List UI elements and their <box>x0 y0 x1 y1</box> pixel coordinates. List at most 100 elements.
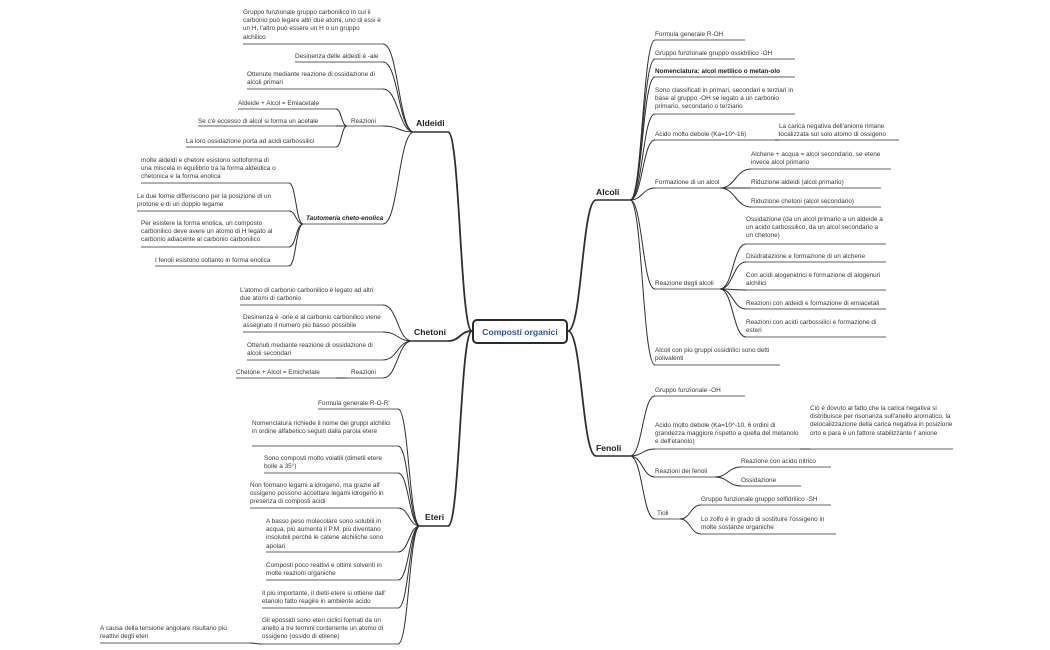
formazione-node-1[interactable]: Alchene + acqua = alcol secondario, se e… <box>751 151 881 167</box>
eteri-node-4[interactable]: Non formano legami a idrogeno, ma grazie… <box>250 482 384 506</box>
connector-curve <box>679 504 702 520</box>
alcoli-acido-note[interactable]: La carica negativa dell'anione rimane lo… <box>779 123 886 139</box>
connector-curve <box>288 223 304 267</box>
fenoli-node-1[interactable]: Gruppo funzionale -OH <box>655 387 721 394</box>
aldeidi-tautomeria[interactable]: Tautomeria cheto-enolica <box>306 215 384 222</box>
alcoli-node-2[interactable]: Gruppo funzionale gruppo ossidrilico -OH <box>655 50 773 57</box>
branch-fenoli[interactable]: Fenoli <box>596 443 622 453</box>
chetoni-node-3[interactable]: Ottenuti mediante reazione di ossidazion… <box>247 342 373 358</box>
connector-curve <box>382 304 413 342</box>
tioli-node-2[interactable]: Lo zolfo è in grado di sostituire l'ossi… <box>701 516 825 532</box>
formazione-node-2[interactable]: Riduzione aldeidi (alcol primario) <box>751 179 844 186</box>
aldeidi-reazione-3[interactable]: La loro ossidazione porta ad acidi carbo… <box>186 138 315 145</box>
eteri-node-3[interactable]: Sono composti molto volatili (dimetil et… <box>264 455 382 471</box>
eteri-node-7[interactable]: Il più importante, il dietil-etere si ot… <box>262 590 386 606</box>
connector-curve <box>629 76 656 201</box>
reazione-alcoli-3[interactable]: Con acidi alogenidrici e formazione di a… <box>746 272 881 288</box>
eteri-node-8[interactable]: Gli epossidi sono eteri ciclici formati … <box>262 617 384 641</box>
root-node[interactable]: Composti organici <box>472 319 568 344</box>
connector-curve <box>719 168 752 189</box>
aldeidi-node-3[interactable]: Ottenute mediante reazione di ossidazion… <box>247 71 375 87</box>
connector-curve <box>397 472 421 527</box>
tautomeria-node-1[interactable]: molte aldeidi e chetoni esistono sottofo… <box>141 157 276 181</box>
fenoli-tioli[interactable]: Tioli <box>657 510 669 517</box>
alcoli-formazione[interactable]: Formazione di un alcol <box>655 179 720 186</box>
connector-curve <box>447 330 473 527</box>
tautomeria-node-4[interactable]: I fenoli esistono soltanto in forma enol… <box>155 257 271 264</box>
connector-curve <box>382 125 415 133</box>
connector-curve <box>382 331 413 342</box>
connector-curve <box>335 125 348 148</box>
alcoli-node-4[interactable]: Sono classificati in primari, secondari … <box>655 87 794 111</box>
alcoli-reazione[interactable]: Reazione degli alcoli <box>655 280 714 287</box>
chetoni-node-2[interactable]: Desinenza è -one e al carbonio carbonili… <box>243 314 381 330</box>
connector-curve <box>447 330 473 342</box>
aldeidi-node-2[interactable]: Desinenza delle aldeidi è -ale <box>295 53 379 60</box>
aldeidi-node-1[interactable]: Gruppo funzionale gruppo carbonilico in … <box>243 9 381 41</box>
aldeidi-reazioni[interactable]: Reazioni <box>351 118 376 125</box>
chetoni-reazione-1[interactable]: Chetone + Alcol = Emichetale <box>236 369 320 376</box>
tioli-node-1[interactable]: Gruppo funzionale gruppo solfidrilico -S… <box>701 496 818 503</box>
fenoli-reazione-2[interactable]: Ossidazione <box>741 477 777 484</box>
connector-curve <box>382 131 415 225</box>
connector-curve <box>629 395 656 457</box>
connector-curve <box>382 43 415 133</box>
connector-curve <box>288 182 304 225</box>
connector-curve <box>629 448 656 457</box>
eteri-node-2[interactable]: Nomenclatura richiede il nome dei gruppi… <box>252 420 391 436</box>
alcoli-node-5[interactable]: Alcoli con più gruppi ossidrilici sono d… <box>655 347 770 363</box>
connector-curve <box>567 330 597 457</box>
connector-curve <box>629 199 656 366</box>
reazione-alcoli-4[interactable]: Reazioni con aldeidi e formazione di emi… <box>746 300 880 307</box>
alcoli-acido[interactable]: Acido molto debole (Ka=10^-16) <box>655 131 747 138</box>
branch-eteri[interactable]: Eteri <box>425 512 445 522</box>
connector-curve <box>629 455 656 478</box>
connector-curve <box>382 340 413 379</box>
connector-curve <box>382 340 413 361</box>
branch-chetoni[interactable]: Chetoni <box>414 327 446 337</box>
eteri-node-6[interactable]: Composti poco reattivi e ottimi solventi… <box>266 562 382 578</box>
alcoli-node-3[interactable]: Nomenclatura: alcol metilico o metan-olo <box>655 68 780 75</box>
branch-alcoli[interactable]: Alcoli <box>596 187 620 197</box>
connector-curve <box>288 210 304 225</box>
chetoni-reazioni[interactable]: Reazioni <box>351 369 376 376</box>
formazione-node-3[interactable]: Riduzione chetoni (alcol secondario) <box>751 198 855 205</box>
connector-curve <box>397 507 421 527</box>
connector-curve <box>397 408 421 527</box>
connector-curve <box>629 58 656 201</box>
eteri-node-5[interactable]: A basso peso molecolare sono solubili in… <box>266 518 384 550</box>
fenoli-acido-note[interactable]: Ciò è dovuto al fatto che la carica nega… <box>810 405 953 437</box>
connector-curve <box>382 61 415 133</box>
eteri-node-8a[interactable]: A causa della tensione angolare risultan… <box>100 625 227 641</box>
reazione-alcoli-5[interactable]: Reazioni con acidi carbossilici e formaz… <box>746 319 877 335</box>
connector-curve <box>397 445 421 527</box>
chetoni-node-1[interactable]: L'atomo di carbonio carbonilico è legato… <box>240 287 374 303</box>
connector-curve <box>629 139 656 201</box>
fenoli-reazioni[interactable]: Reazioni dei fenoli <box>655 468 708 475</box>
connector-curve <box>567 199 597 332</box>
connector-curve <box>719 288 747 310</box>
reazione-alcoli-2[interactable]: Disidratazione e formazione di un alchen… <box>746 253 866 260</box>
connector-curve <box>382 88 415 133</box>
tautomeria-node-2[interactable]: Le due forme differiscono per la posizio… <box>137 193 272 209</box>
tautomeria-node-3[interactable]: Per esistere la forma enolica, un compos… <box>141 220 273 244</box>
connector-curve <box>629 455 656 520</box>
eteri-node-1[interactable]: Formula generale R-O-R' <box>318 400 390 407</box>
branch-aldeidi[interactable]: Aldeidi <box>416 118 445 128</box>
connector-curve <box>629 187 656 201</box>
connector-curve <box>397 525 421 645</box>
fenoli-reazione-1[interactable]: Reazione con acido nitrico <box>741 458 816 465</box>
connector-curve <box>719 261 747 290</box>
aldeidi-reazione-2[interactable]: Se c'è eccesso di alcol si forma un acet… <box>198 118 319 125</box>
connector-curve <box>249 642 263 645</box>
reazione-alcoli-1[interactable]: Ossidazione (da un alcol primario a un a… <box>746 216 883 240</box>
connector-curve <box>629 113 656 201</box>
connector-curve <box>714 466 742 478</box>
fenoli-acido[interactable]: Acido molto debole (Ka=10^-10, 6 ordini … <box>655 422 799 446</box>
aldeidi-reazione-1[interactable]: Aldeide + Alcol = Emiacetale <box>238 100 319 107</box>
connector-curve <box>719 187 752 208</box>
connector-curve <box>719 288 747 338</box>
connector-curve <box>719 243 747 290</box>
alcoli-node-1[interactable]: Formula generale R-OH <box>655 31 724 38</box>
